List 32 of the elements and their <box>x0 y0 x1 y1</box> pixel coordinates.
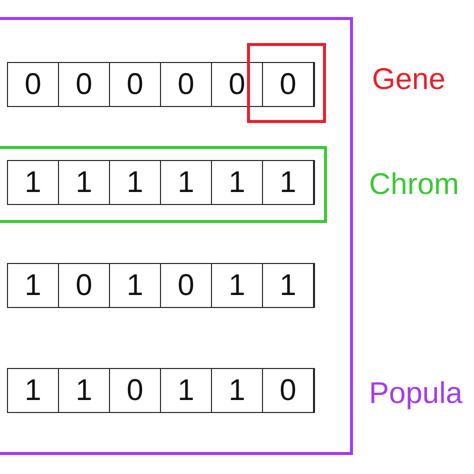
gene-digit: 1 <box>161 369 212 412</box>
gene-digit: 1 <box>8 369 59 412</box>
gene-digit: 0 <box>161 63 212 106</box>
gene-digit: 0 <box>161 264 212 307</box>
gene-digit: 0 <box>263 369 314 412</box>
gene-digit: 1 <box>212 369 263 412</box>
gene-digit: 1 <box>212 264 263 307</box>
gene-digit: 0 <box>110 63 161 106</box>
gene-digit: 1 <box>161 161 212 204</box>
part-label: Gene <box>372 63 446 97</box>
gene-digit: 1 <box>110 161 161 204</box>
chromosome-row <box>7 368 315 413</box>
gene-digit: 1 <box>8 264 59 307</box>
gene-digit: 0 <box>59 264 110 307</box>
gene-digit: 0 <box>8 63 59 106</box>
gene-digit: 1 <box>212 161 263 204</box>
population-frame <box>0 17 353 455</box>
gene-digit: 1 <box>59 161 110 204</box>
gene-digit: 1 <box>110 264 161 307</box>
gene-digit: 1 <box>59 369 110 412</box>
gene-digit: 1 <box>263 161 314 204</box>
chromosome-row <box>7 160 315 205</box>
part-label: Popula <box>369 377 462 411</box>
part-label: Chrom <box>369 168 460 202</box>
gene-digit: 0 <box>263 63 314 106</box>
gene-digit: 0 <box>59 63 110 106</box>
gene-digit: 1 <box>8 161 59 204</box>
gene-digit: 0 <box>110 369 161 412</box>
gene-digit: 1 <box>263 264 314 307</box>
gene-digit: 0 <box>212 63 263 106</box>
chromosome-row <box>7 62 315 107</box>
chromosome-row <box>7 263 315 308</box>
